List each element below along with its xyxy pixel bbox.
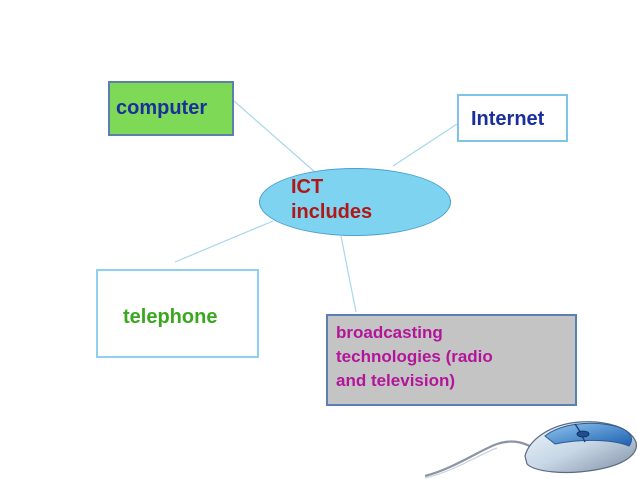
internet-node: Internet <box>457 94 568 142</box>
center-label-line-2: includes <box>291 201 373 223</box>
broadcasting-node: broadcasting technologies (radio and tel… <box>326 314 577 406</box>
connector-internet <box>392 123 458 167</box>
center-label-line-1: ICT <box>291 176 324 198</box>
connector-computer <box>233 100 317 174</box>
broadcasting-label-line-2: technologies (radio <box>336 347 493 366</box>
computer-label: computer <box>116 97 208 119</box>
center-hub-ellipse: ICT includes <box>259 168 451 236</box>
telephone-node: telephone <box>96 269 259 358</box>
connector-telephone <box>174 220 274 263</box>
telephone-label: telephone <box>123 306 218 328</box>
broadcasting-label-line-3: and television) <box>336 371 456 390</box>
internet-label: Internet <box>471 108 545 130</box>
connector-broadcasting <box>340 235 357 313</box>
broadcasting-label-line-1: broadcasting <box>336 323 443 342</box>
computer-mouse-icon <box>425 421 637 479</box>
computer-node: computer <box>108 81 234 136</box>
